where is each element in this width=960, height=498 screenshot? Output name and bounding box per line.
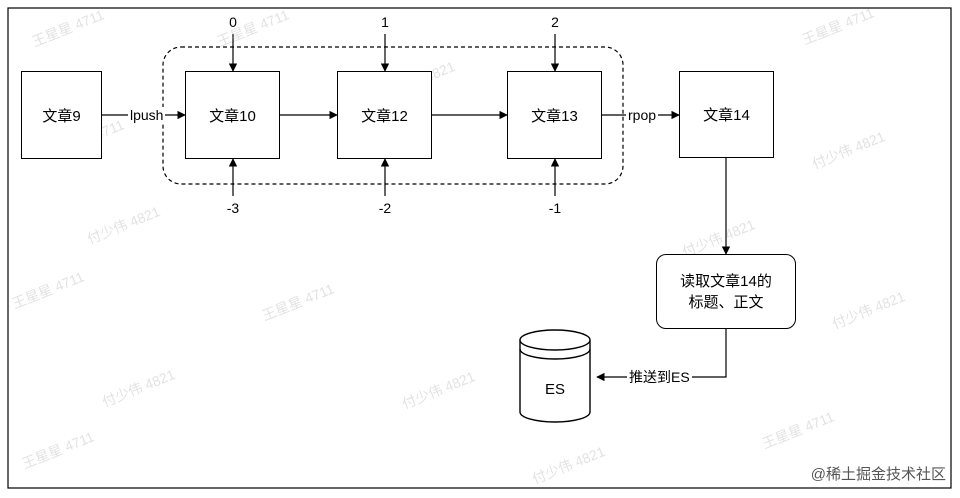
node-article-13: 文章13: [507, 71, 602, 159]
index-top-0: 0: [229, 14, 237, 30]
node-label: 标题、正文: [688, 293, 764, 311]
index-bottom-minus-2: -2: [378, 200, 392, 216]
node-es-label: ES: [544, 381, 565, 398]
edge-label-lpush: lpush: [128, 107, 166, 123]
node-article-12: 文章12: [337, 71, 432, 159]
node-label: 文章9: [42, 107, 81, 125]
edge-label-rpop: rpop: [626, 107, 659, 123]
node-article-14: 文章14: [679, 71, 774, 158]
node-article-9: 文章9: [21, 71, 102, 159]
list-container: [162, 46, 624, 185]
index-bottom-minus-3: -3: [226, 200, 240, 216]
index-bottom-minus-1: -1: [548, 200, 562, 216]
node-label: 读取文章14的: [680, 272, 772, 290]
site-credit: @稀土掘金技术社区: [810, 466, 946, 483]
es-database-icon: [519, 329, 591, 423]
edge-label-push-to-es: 推送到ES: [627, 369, 692, 385]
node-label: 文章13: [531, 107, 578, 125]
index-top-1: 1: [381, 14, 389, 30]
outer-frame: [7, 7, 952, 489]
node-label: 文章14: [703, 107, 750, 124]
node-label: 文章12: [361, 107, 408, 125]
node-article-10: 文章10: [185, 71, 280, 159]
node-read-title-content: 读取文章14的 标题、正文: [656, 254, 796, 329]
index-top-2: 2: [551, 14, 559, 30]
node-label: 文章10: [209, 107, 256, 125]
